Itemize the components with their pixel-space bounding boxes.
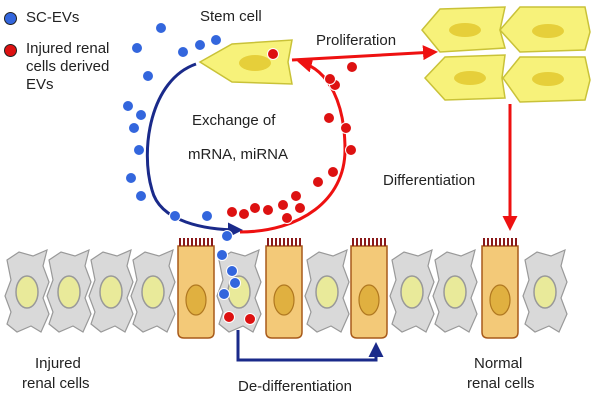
sc-ev-dot (218, 288, 230, 300)
injured-renal-cells-label-line2: renal cells (22, 375, 90, 392)
legend-injured-evs-label-line2: cells derived (26, 58, 110, 75)
sc-ev-dot (177, 46, 189, 58)
sc-ev-dot (226, 265, 238, 277)
injured-ev-dot (312, 176, 324, 188)
injured-renal-cell (88, 248, 134, 333)
proliferated-stem-cells (421, 6, 591, 103)
normal-renal-cells-label-line1: Normal (474, 355, 523, 372)
injured-renal-cell (304, 248, 350, 333)
legend-sc-evs-label: SC-EVs (26, 9, 80, 26)
injured-ev-dot (277, 199, 289, 211)
legend-red-dot (4, 44, 17, 57)
sc-ev-dot (194, 39, 206, 51)
injured-ev-dot (244, 313, 256, 325)
injured-ev-dot (281, 212, 293, 224)
injured-ev-dot (290, 190, 302, 202)
sc-ev-dot (135, 190, 147, 202)
injured-ev-dot (267, 48, 279, 60)
normal-renal-cell (265, 238, 303, 339)
injured-renal-cell (46, 248, 92, 333)
sc-ev-dots (122, 22, 241, 300)
injured-ev-dot (262, 204, 274, 216)
sc-ev-dot (128, 122, 140, 134)
sc-ev-dot (216, 249, 228, 261)
normal-renal-cell (350, 238, 388, 339)
sc-ev-dot (155, 22, 167, 34)
injured-renal-cell (432, 248, 478, 333)
injured-ev-dot (345, 144, 357, 156)
stem-cell-label: Stem cell (200, 8, 262, 25)
normal-renal-cell (481, 238, 519, 339)
stem-cell-proliferated (502, 56, 591, 103)
injured-ev-dot (249, 202, 261, 214)
sc-ev-dot (133, 144, 145, 156)
legend-blue-dot (4, 12, 17, 25)
sc-ev-dot (201, 210, 213, 222)
injured-renal-cell (389, 248, 435, 333)
injured-ev-dot (226, 206, 238, 218)
renal-cell-row (4, 238, 568, 339)
injured-ev-dot (327, 166, 339, 178)
sc-ev-dot (221, 230, 233, 242)
sc-ev-dot (131, 42, 143, 54)
injured-renal-cell (130, 248, 176, 333)
differentiation-label: Differentiation (383, 172, 476, 189)
injured-ev-dot (223, 311, 235, 323)
stem-cell-proliferated (423, 54, 506, 101)
de-differentiation-label: De-differentiation (238, 378, 352, 395)
injured-ev-dots (223, 48, 358, 325)
sc-ev-dot (125, 172, 137, 184)
proliferation-arrow (291, 45, 438, 62)
stem-cell-proliferated (498, 6, 591, 53)
sc-ev-dot (135, 109, 147, 121)
injured-ev-dot (324, 73, 336, 85)
sc-ev-dot (169, 210, 181, 222)
stem-cell-proliferated (421, 6, 506, 53)
normal-renal-cell (177, 238, 215, 339)
sc-ev-dot (142, 70, 154, 82)
exchange-label-line1: Exchange of (192, 112, 276, 129)
injured-renal-cell (522, 248, 568, 333)
injured-ev-dot (238, 208, 250, 220)
sc-ev-dot (229, 277, 241, 289)
sc-ev-dot (210, 34, 222, 46)
exchange-label-line2: mRNA, miRNA (188, 146, 288, 163)
ev-exchange-blue-arrow (145, 62, 243, 238)
legend-injured-evs-label-line1: Injured renal (26, 40, 110, 57)
injured-ev-dot (340, 122, 352, 134)
sc-ev-dot (122, 100, 134, 112)
de-differentiation-arrow (236, 330, 384, 362)
injured-ev-dot (323, 112, 335, 124)
proliferation-label: Proliferation (316, 32, 397, 49)
stem-cell (198, 39, 293, 85)
normal-renal-cells-label-line2: renal cells (467, 375, 535, 392)
injured-ev-dot (294, 202, 306, 214)
legend-injured-evs-label-line3: EVs (26, 76, 54, 93)
injured-renal-cells-label-line1: Injured (35, 355, 81, 372)
injured-ev-dot (346, 61, 358, 73)
injured-renal-cell (4, 248, 50, 333)
